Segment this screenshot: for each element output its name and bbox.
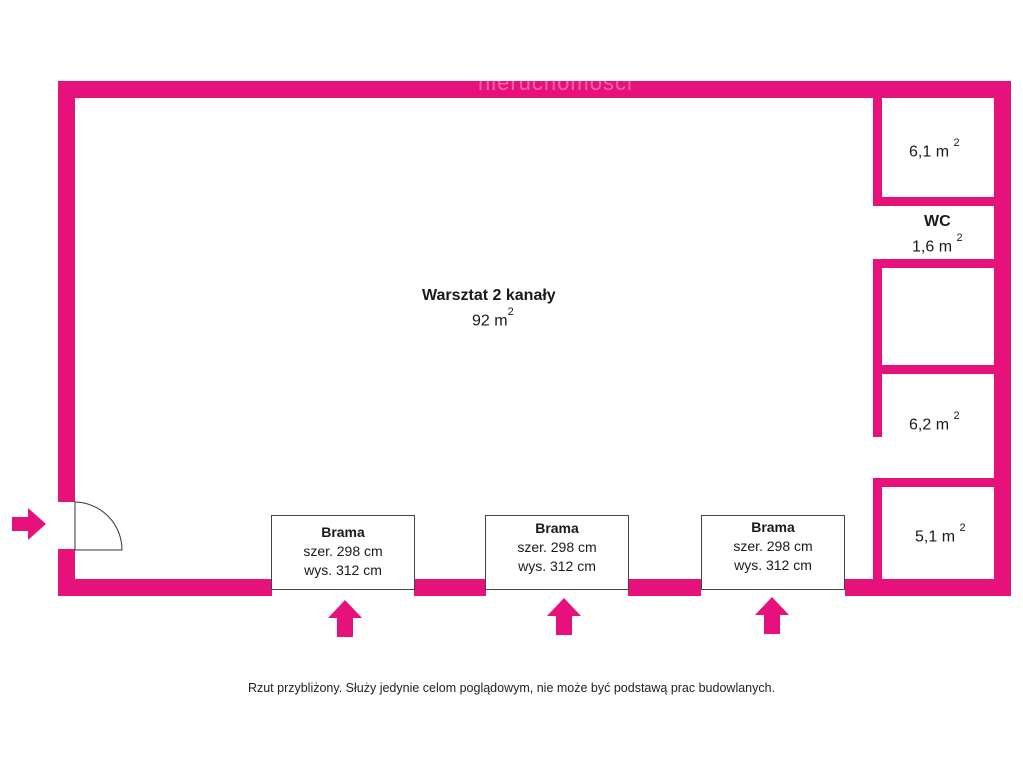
- main-room-area: 92 m2: [472, 306, 514, 330]
- gate-3-width: szer. 298 cm: [733, 538, 813, 554]
- room-area-wc: 1,6 m 2: [912, 232, 963, 256]
- room-wc-name: WC: [924, 213, 951, 230]
- wall-inner-h-3: [873, 365, 1011, 374]
- gate-arrow-icon: [328, 600, 362, 637]
- wall-inner-vertical-1: [873, 81, 882, 205]
- wall-bottom-2: [414, 579, 486, 596]
- wall-bottom-3: [628, 579, 701, 596]
- wall-inner-vertical-3: [873, 365, 882, 437]
- gate-1-width: szer. 298 cm: [303, 543, 383, 559]
- gate-arrow-icon: [755, 597, 789, 634]
- room-area-4: 5,1 m 2: [915, 522, 966, 546]
- room-area-1: 6,1 m 2: [909, 137, 960, 161]
- watermark: nieruchomości: [478, 70, 633, 95]
- wall-inner-h-1: [873, 197, 1011, 206]
- gate-2-title: Brama: [535, 520, 579, 536]
- wall-left-upper: [58, 81, 75, 502]
- wall-right: [994, 81, 1011, 596]
- gate-2-height: wys. 312 cm: [518, 558, 596, 574]
- wall-inner-vertical-4: [873, 478, 882, 596]
- entrance-arrow-icon: [12, 508, 46, 540]
- gate-1-title: Brama: [321, 524, 365, 540]
- room-area-3: 6,2 m 2: [909, 410, 960, 434]
- wall-top: [58, 81, 1011, 98]
- disclaimer-text: Rzut przybliżony. Służy jedynie celom po…: [247, 681, 776, 695]
- wall-bottom-1: [58, 579, 272, 596]
- gate-1: Brama szer. 298 cm wys. 312 cm: [271, 515, 415, 590]
- gate-3: Brama szer. 298 cm wys. 312 cm: [701, 515, 845, 590]
- wall-inner-h-2: [873, 259, 1011, 268]
- gate-arrow-icon: [547, 598, 581, 635]
- wall-inner-vertical-2: [873, 259, 882, 367]
- wall-bottom-4: [845, 579, 1011, 596]
- gate-3-title: Brama: [751, 519, 795, 535]
- wall-inner-h-4: [873, 478, 1011, 487]
- gate-2-width: szer. 298 cm: [517, 539, 597, 555]
- gate-1-height: wys. 312 cm: [304, 562, 382, 578]
- main-room-name: Warsztat 2 kanały: [422, 287, 556, 304]
- gate-3-height: wys. 312 cm: [734, 557, 812, 573]
- gate-2: Brama szer. 298 cm wys. 312 cm: [485, 515, 629, 590]
- door-swing-icon: [74, 501, 123, 551]
